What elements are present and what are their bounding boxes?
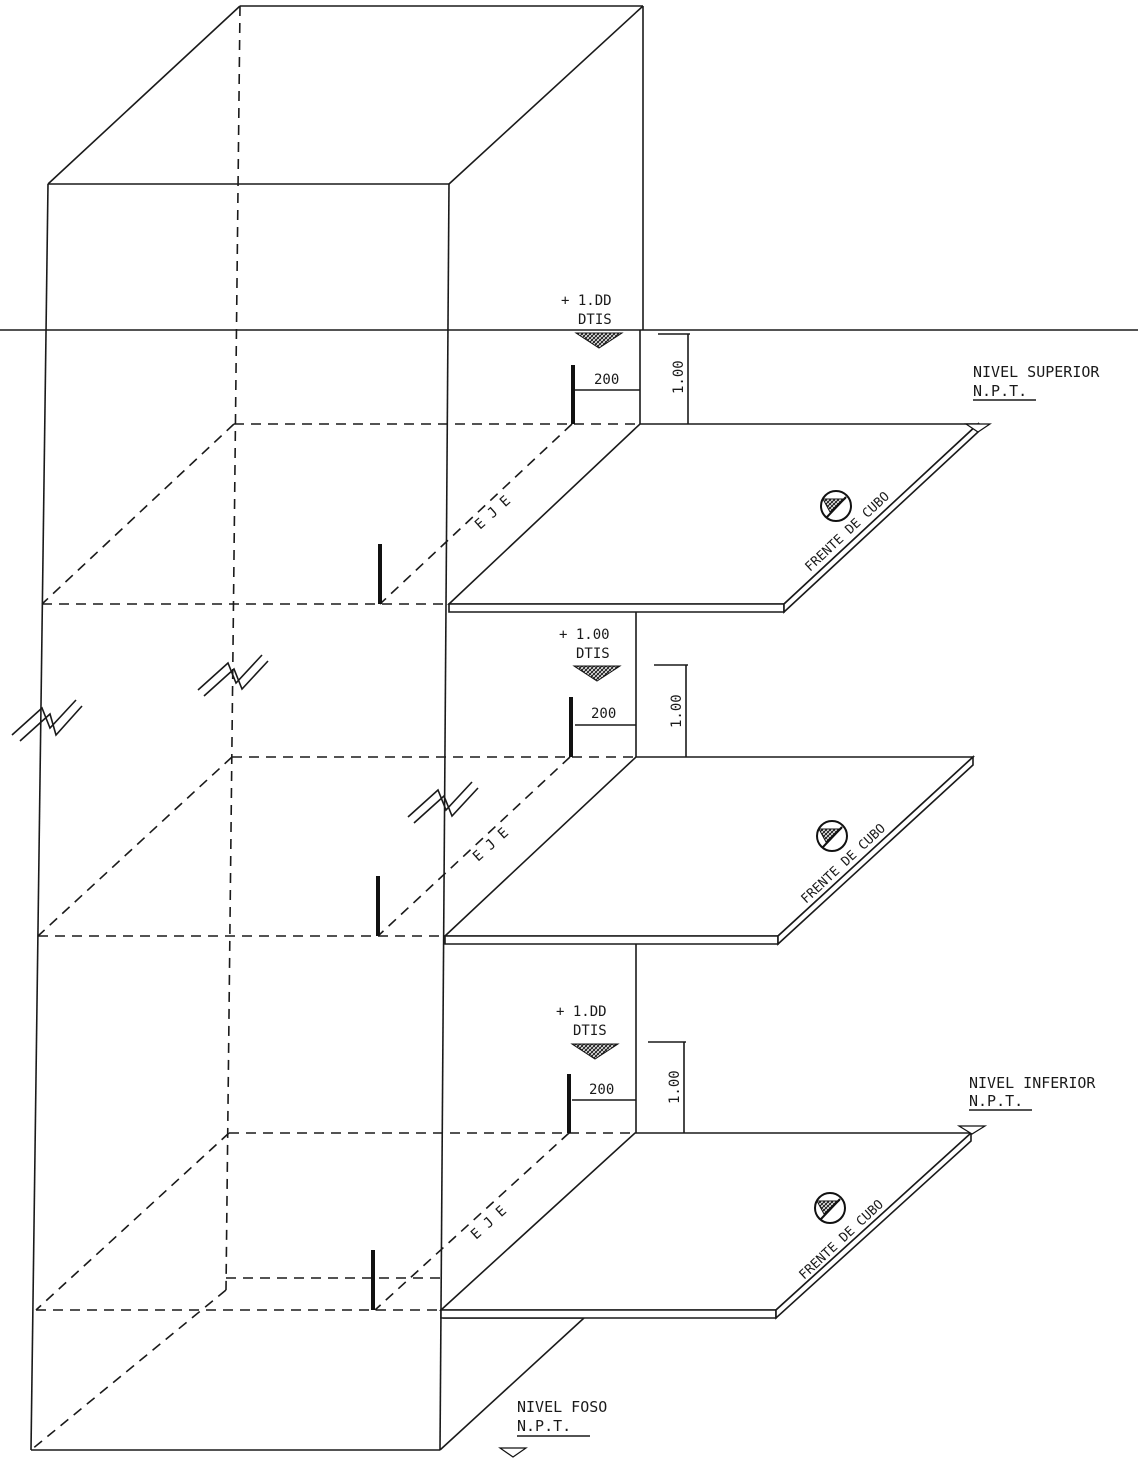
ref-value: + 1.DD: [556, 1004, 607, 1020]
level-marker-icon: [572, 665, 622, 682]
landing-slab: [446, 423, 981, 605]
ref-value: + 1.DD: [561, 293, 612, 309]
level-marker-icon: [956, 1125, 988, 1135]
level-name: NIVEL INFERIOR: [969, 1074, 1096, 1092]
front-symbol-icon: [820, 490, 852, 522]
level-code: N.P.T.: [973, 382, 1027, 400]
break-marks: [11, 654, 479, 824]
front-symbol-icon: [816, 820, 848, 852]
ref-label: DTIS: [576, 646, 610, 662]
level-marker-icon: [574, 332, 624, 349]
height-label: 1.00: [671, 360, 687, 394]
level-code: N.P.T.: [517, 1417, 571, 1435]
ref-label: DTIS: [578, 312, 612, 328]
landing-slab: [442, 756, 976, 937]
level-intermediate: [376, 664, 976, 946]
level-marker-icon: [964, 423, 992, 433]
level-code: N.P.T.: [969, 1092, 1023, 1110]
height-label: 1.00: [669, 694, 685, 728]
ref-label: DTIS: [573, 1023, 607, 1039]
hidden-edges: [30, 423, 640, 1451]
landing-slab: [438, 1132, 974, 1311]
axis-label: E J E: [468, 1203, 510, 1243]
front-symbol-icon: [814, 1192, 846, 1224]
height-label: 1.00: [667, 1070, 683, 1104]
ref-value: + 1.00: [559, 627, 610, 643]
level-name: NIVEL FOSO: [517, 1398, 607, 1416]
level-superior: [378, 330, 992, 614]
shaft-outline: [30, 5, 644, 1451]
level-inferior: [371, 1041, 988, 1320]
level-marker-icon: [570, 1043, 620, 1060]
level-name: NIVEL SUPERIOR: [973, 363, 1100, 381]
gap-label: 200: [594, 372, 619, 388]
gap-label: 200: [589, 1082, 614, 1098]
gap-label: 200: [591, 706, 616, 722]
level-marker-icon: [498, 1447, 528, 1458]
